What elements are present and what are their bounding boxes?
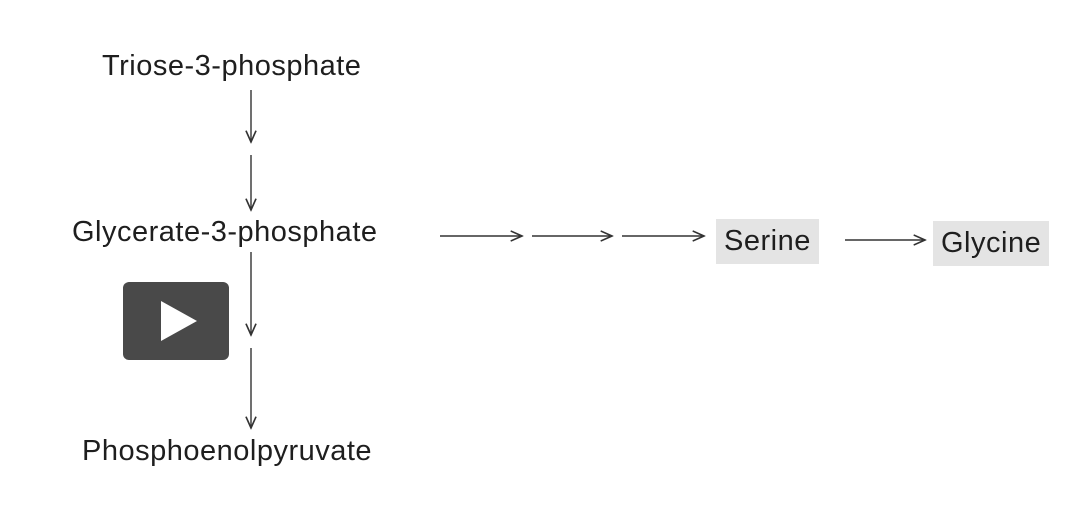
node-glycine: Glycine (933, 221, 1050, 266)
node-glycerate-3-phosphate: Glycerate-3-phosphate (72, 216, 378, 248)
video-play-button[interactable] (123, 282, 229, 360)
node-phosphoenolpyruvate: Phosphoenolpyruvate (82, 435, 373, 467)
node-serine: Serine (716, 219, 819, 264)
play-icon (161, 301, 197, 341)
node-triose-3-phosphate: Triose-3-phosphate (102, 50, 362, 82)
